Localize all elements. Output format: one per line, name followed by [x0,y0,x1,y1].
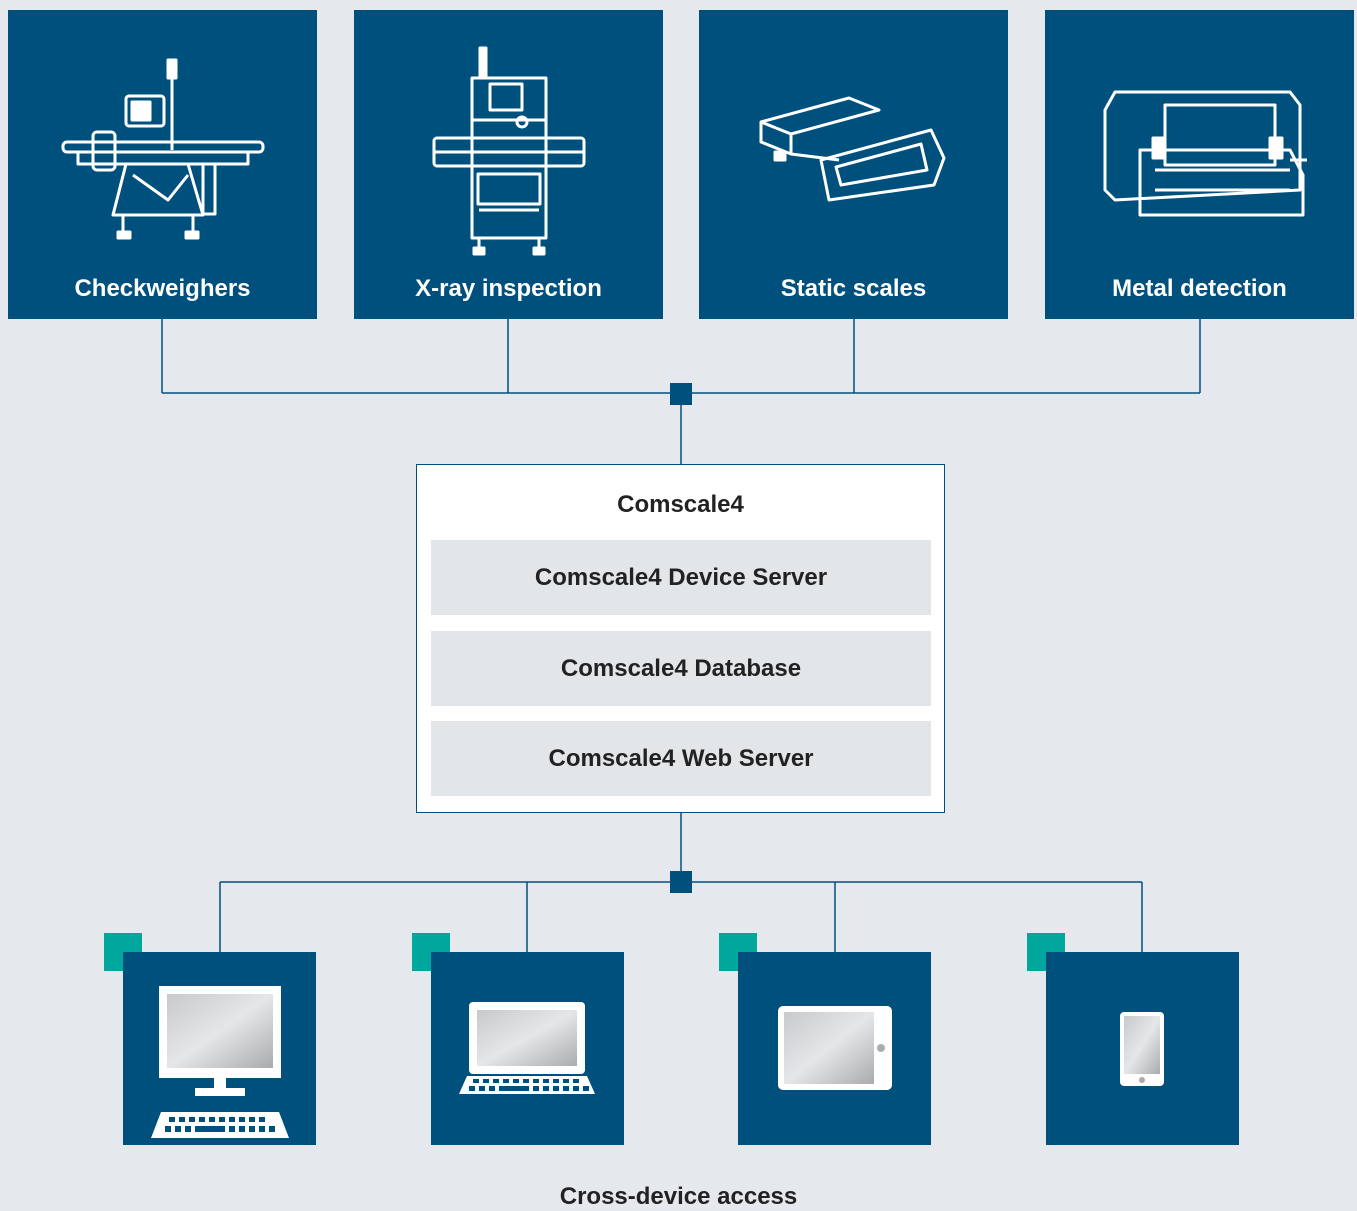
checkweigher-icon [61,58,265,240]
comscale4-server-box: Comscale4 Comscale4 Device Server Comsca… [416,464,945,813]
device-label: Checkweighers [74,275,251,302]
device-label: Static scales [780,275,927,302]
desktop-computer-icon [151,986,289,1138]
xray-machine-icon [432,46,586,256]
database-component: Comscale4 Database [431,631,931,706]
caption-cross-device-access: Cross-device access [559,1183,798,1210]
client-tile-laptop [431,952,624,1145]
device-label: X-ray inspection [415,275,602,302]
laptop-icon [459,1002,595,1094]
top-junction-node [670,383,692,405]
smartphone-icon [1120,1012,1164,1086]
device-tile-xray: X-ray inspection [354,10,663,319]
metal-detector-icon [1103,90,1307,217]
device-tile-metal-detection: Metal detection [1045,10,1354,319]
client-tile-smartphone [1046,952,1239,1145]
web-server-component: Comscale4 Web Server [431,721,931,796]
device-tile-static-scales: Static scales [699,10,1008,319]
tablet-icon [778,1006,892,1090]
server-title: Comscale4 [617,491,744,518]
device-tile-checkweighers: Checkweighers [8,10,317,319]
device-server-component: Comscale4 Device Server [431,540,931,615]
client-tile-tablet [738,952,931,1145]
device-label: Metal detection [1112,275,1287,302]
client-tile-desktop [123,952,316,1145]
bottom-junction-node [670,871,692,893]
static-scale-icon [759,96,946,202]
